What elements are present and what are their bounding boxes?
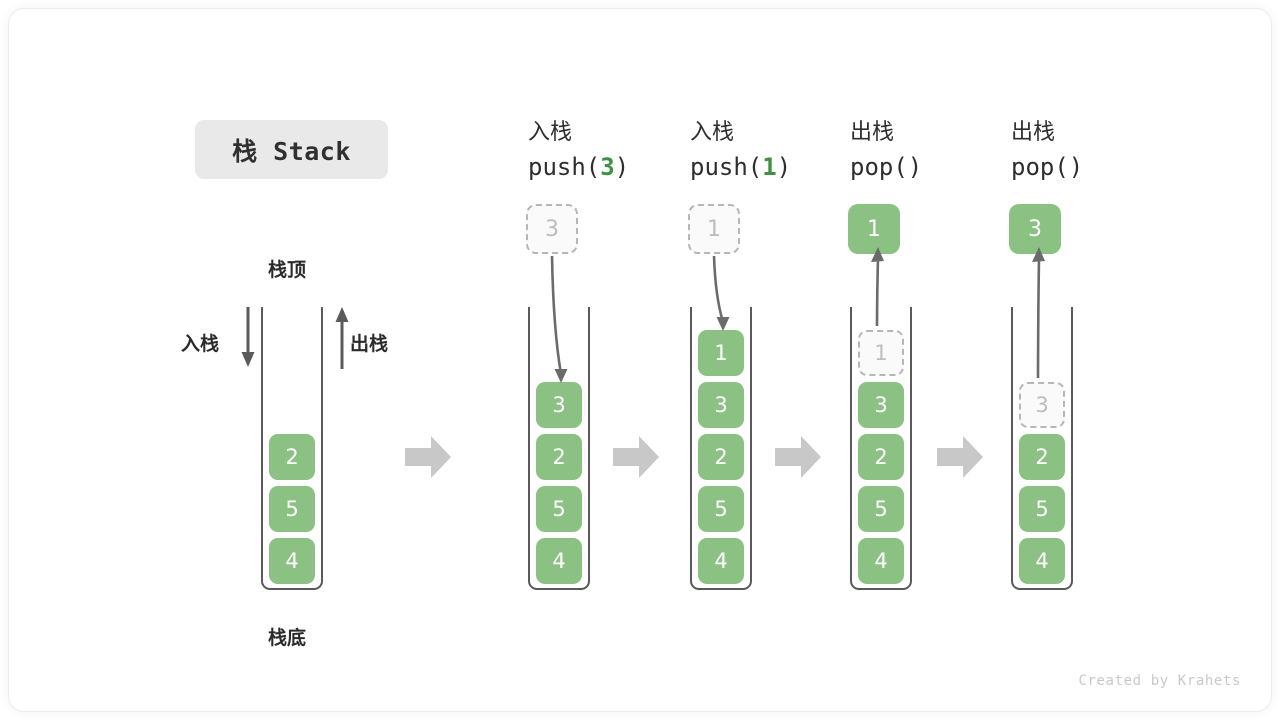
outgoing-value-pop-3: 3 bbox=[1009, 204, 1061, 254]
flow-arrow-icon-4 bbox=[937, 436, 983, 478]
incoming-value-push-1: 1 bbox=[688, 204, 740, 254]
stack-cell: 3 bbox=[698, 382, 744, 428]
push-arrow-icon-push-3 bbox=[550, 255, 568, 383]
stack-container-pop-1 bbox=[850, 307, 912, 590]
removed-slot-pop-3: 3 bbox=[1019, 382, 1065, 428]
step-caption-value: 3 bbox=[600, 153, 615, 181]
stack-cell: 5 bbox=[858, 486, 904, 532]
stack-cell: 4 bbox=[858, 538, 904, 584]
stack-cell: 4 bbox=[698, 538, 744, 584]
stack-container-pop-3 bbox=[1011, 307, 1073, 590]
stack-cell: 5 bbox=[698, 486, 744, 532]
page-title: 栈 Stack bbox=[195, 120, 388, 179]
flow-arrow-icon-1 bbox=[405, 436, 451, 478]
stack-cell: 2 bbox=[269, 434, 315, 480]
pop-up-arrow-icon bbox=[335, 307, 349, 369]
stack-container-push-3 bbox=[528, 307, 590, 590]
step-caption-push-3: 入栈 push(3) bbox=[528, 116, 698, 184]
step-caption-code: push(3) bbox=[528, 153, 630, 181]
main-pop-label: 出栈 bbox=[350, 333, 389, 355]
step-caption-pop-3: 出栈 pop() bbox=[1011, 116, 1181, 184]
push-arrow-icon-push-1 bbox=[712, 255, 730, 331]
stack-cell: 5 bbox=[269, 486, 315, 532]
stack-cell: 1 bbox=[698, 330, 744, 376]
flow-arrow-icon-2 bbox=[613, 436, 659, 478]
pop-arrow-icon-pop-3 bbox=[1032, 247, 1045, 379]
step-caption-push-1: 入栈 push(1) bbox=[690, 116, 860, 184]
pop-arrow-icon-pop-1 bbox=[871, 247, 884, 327]
stack-cell: 4 bbox=[269, 538, 315, 584]
step-caption-code: push(1) bbox=[690, 153, 792, 181]
stack-cell: 4 bbox=[536, 538, 582, 584]
stack-cell: 5 bbox=[1019, 486, 1065, 532]
stack-cell: 2 bbox=[858, 434, 904, 480]
stack-cell: 2 bbox=[698, 434, 744, 480]
step-caption-pop-1: 出栈 pop() bbox=[850, 116, 1020, 184]
outgoing-value-pop-1: 1 bbox=[848, 204, 900, 254]
step-caption-value: 1 bbox=[762, 153, 777, 181]
push-down-arrow-icon bbox=[241, 307, 255, 367]
incoming-value-push-3: 3 bbox=[526, 204, 578, 254]
step-caption-cn: 入栈 bbox=[528, 120, 573, 145]
step-caption-cn: 入栈 bbox=[690, 120, 735, 145]
footer-credit: Created by Krahets bbox=[1078, 673, 1241, 689]
step-caption-code: pop() bbox=[1011, 153, 1084, 181]
stack-cell: 3 bbox=[858, 382, 904, 428]
stack-cell: 5 bbox=[536, 486, 582, 532]
step-caption-code: pop() bbox=[850, 153, 923, 181]
stack-cell: 4 bbox=[1019, 538, 1065, 584]
stack-cell: 2 bbox=[1019, 434, 1065, 480]
removed-slot-pop-1: 1 bbox=[858, 330, 904, 376]
step-caption-cn: 出栈 bbox=[1011, 120, 1056, 145]
main-push-label: 入栈 bbox=[181, 333, 220, 355]
stack-cell: 3 bbox=[536, 382, 582, 428]
flow-arrow-icon-3 bbox=[775, 436, 821, 478]
stack-top-label: 栈顶 bbox=[268, 259, 307, 281]
main-stack-container bbox=[261, 307, 323, 590]
stack-bottom-label: 栈底 bbox=[268, 627, 307, 649]
step-caption-cn: 出栈 bbox=[850, 120, 895, 145]
stack-container-push-1 bbox=[690, 307, 752, 590]
stack-cell: 2 bbox=[536, 434, 582, 480]
